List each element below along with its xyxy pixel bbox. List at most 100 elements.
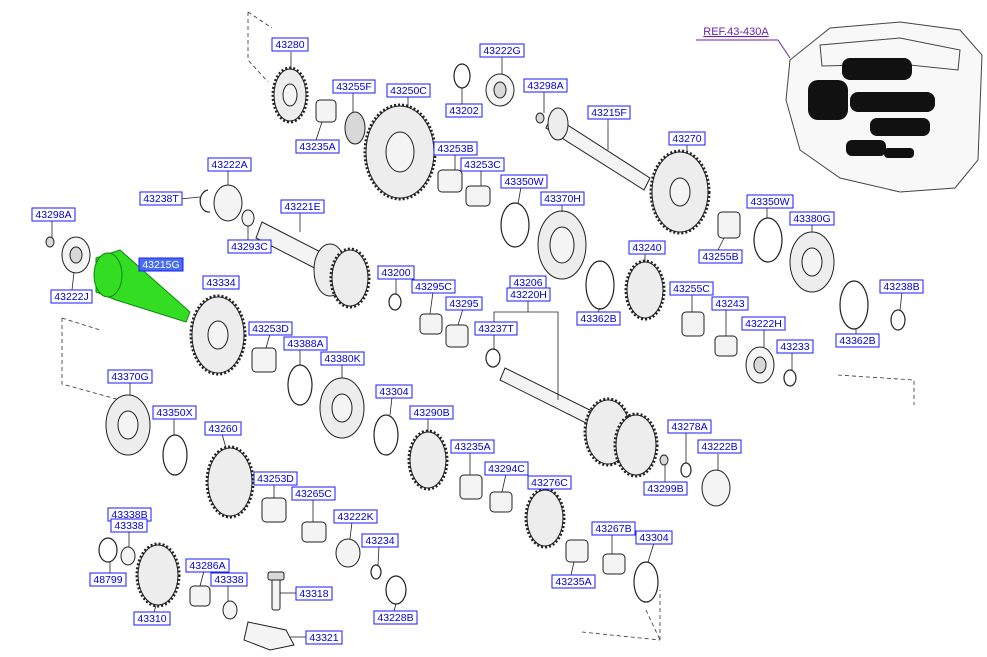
part-number[interactable]: 43255F	[336, 81, 372, 93]
part-label-box[interactable]	[248, 321, 293, 336]
part-label-box[interactable]	[835, 333, 880, 348]
part-number[interactable]: 43388A	[287, 338, 323, 350]
part-label-43255f[interactable]: 43255F	[332, 79, 376, 94]
part-label-box[interactable]	[375, 384, 413, 399]
part-number[interactable]: 43299B	[647, 483, 683, 495]
part-number[interactable]: 43240	[632, 242, 661, 254]
part-label-box[interactable]	[445, 103, 483, 118]
part-label-43222g[interactable]: 43222G	[479, 43, 525, 58]
part-label-43255c[interactable]: 43255C	[669, 281, 714, 296]
part-number[interactable]: 43222A	[211, 159, 247, 171]
part-label-43200[interactable]: 43200	[377, 265, 415, 280]
part-label-box[interactable]	[697, 439, 742, 454]
part-label-box[interactable]	[741, 316, 786, 331]
part-number[interactable]: 43238T	[143, 193, 179, 205]
part-number[interactable]: 43338	[214, 574, 243, 586]
part-label-43293c[interactable]: 43293C	[227, 239, 272, 254]
part-label-43338[interactable]: 43338	[210, 572, 248, 587]
part-label-43235a[interactable]: 43235A	[551, 574, 596, 589]
part-label-43250c[interactable]: 43250C	[386, 83, 431, 98]
part-label-43370g[interactable]: 43370G	[107, 369, 153, 384]
part-label-43267b[interactable]: 43267B	[591, 521, 636, 536]
part-number[interactable]: 43234	[365, 535, 394, 547]
part-number[interactable]: 43318	[299, 588, 328, 600]
part-label-43338b[interactable]: 43338B	[107, 507, 152, 522]
part-number[interactable]: 43220H	[510, 289, 547, 301]
part-label-box[interactable]	[31, 207, 76, 222]
part-label-43255b[interactable]: 43255B	[698, 249, 743, 264]
part-label-box[interactable]	[333, 509, 378, 524]
part-label-43234[interactable]: 43234	[361, 533, 399, 548]
part-label-43253d[interactable]: 43253D	[253, 471, 298, 486]
part-number[interactable]: 43294C	[488, 463, 525, 475]
part-label-box[interactable]	[474, 321, 518, 336]
part-label-box[interactable]	[669, 281, 714, 296]
part-number[interactable]: 43255B	[702, 251, 738, 263]
part-label-box[interactable]	[445, 296, 483, 311]
part-label-43240[interactable]: 43240	[628, 240, 666, 255]
part-label-box[interactable]	[305, 630, 343, 645]
part-label-43276c[interactable]: 43276C	[527, 475, 572, 490]
part-number[interactable]: 43350X	[156, 407, 192, 419]
part-number[interactable]: 43233	[780, 341, 809, 353]
part-label-box[interactable]	[450, 439, 495, 454]
part-label-box[interactable]	[587, 105, 631, 120]
part-number[interactable]: 43243	[715, 298, 744, 310]
part-number[interactable]: 43321	[309, 632, 338, 644]
part-number[interactable]: 43304	[639, 532, 668, 544]
part-number[interactable]: 43276C	[531, 477, 568, 489]
part-label-43380k[interactable]: 43380K	[320, 351, 365, 366]
part-label-43388a[interactable]: 43388A	[283, 336, 328, 351]
part-label-48799[interactable]: 48799	[89, 572, 127, 587]
part-label-43298a[interactable]: 43298A	[31, 207, 76, 222]
part-label-box[interactable]	[433, 141, 478, 156]
part-number[interactable]: 43222B	[701, 441, 737, 453]
part-label-box[interactable]	[527, 475, 572, 490]
part-label-43221e[interactable]: 43221E	[280, 199, 325, 214]
part-label-43222k[interactable]: 43222K	[333, 509, 378, 524]
part-number[interactable]: 43250C	[390, 85, 427, 97]
part-label-box[interactable]	[138, 257, 184, 272]
part-number[interactable]: 43350W	[504, 176, 543, 188]
part-number[interactable]: 43380K	[324, 353, 360, 365]
part-label-43253d[interactable]: 43253D	[248, 321, 293, 336]
part-label-43299b[interactable]: 43299B	[643, 481, 688, 496]
part-label-box[interactable]	[551, 574, 596, 589]
part-label-43233[interactable]: 43233	[776, 339, 814, 354]
part-number[interactable]: 43304	[379, 386, 408, 398]
part-label-box[interactable]	[411, 279, 456, 294]
part-label-43237t[interactable]: 43237T	[474, 321, 518, 336]
part-number[interactable]: 43235A	[299, 141, 335, 153]
part-number[interactable]: 43215G	[142, 259, 179, 271]
part-label-43370h[interactable]: 43370H	[540, 191, 585, 206]
part-number[interactable]: 43278A	[671, 421, 707, 433]
part-label-box[interactable]	[460, 157, 505, 172]
part-label-43338[interactable]: 43338	[110, 518, 148, 533]
part-label-43280[interactable]: 43280	[271, 37, 309, 52]
part-label-box[interactable]	[89, 572, 127, 587]
part-number[interactable]: 43362B	[839, 335, 875, 347]
part-number[interactable]: 43235A	[454, 441, 490, 453]
part-label-box[interactable]	[332, 79, 376, 94]
part-label-box[interactable]	[668, 131, 706, 146]
part-number[interactable]: 43265C	[295, 488, 332, 500]
part-number[interactable]: 43222H	[745, 318, 782, 330]
part-number[interactable]: 43222J	[54, 291, 88, 303]
part-number[interactable]: 43200	[381, 267, 410, 279]
part-number[interactable]: 43338B	[111, 509, 147, 521]
part-label-43265c[interactable]: 43265C	[291, 486, 336, 501]
part-label-43350w[interactable]: 43350W	[746, 194, 794, 209]
part-label-box[interactable]	[523, 78, 568, 93]
part-label-box[interactable]	[711, 296, 749, 311]
part-label-box[interactable]	[320, 351, 365, 366]
reference-label[interactable]: REF.43-430A	[703, 26, 769, 38]
part-label-43362b[interactable]: 43362B	[576, 311, 621, 326]
part-label-box[interactable]	[628, 240, 666, 255]
part-number[interactable]: 43235A	[555, 576, 591, 588]
part-number[interactable]: 43215F	[591, 107, 627, 119]
part-number[interactable]: 43260	[208, 423, 237, 435]
part-number[interactable]: 43362B	[580, 313, 616, 325]
part-label-box[interactable]	[879, 279, 924, 294]
part-number[interactable]: 48799	[93, 574, 122, 586]
part-label-box[interactable]	[377, 265, 415, 280]
